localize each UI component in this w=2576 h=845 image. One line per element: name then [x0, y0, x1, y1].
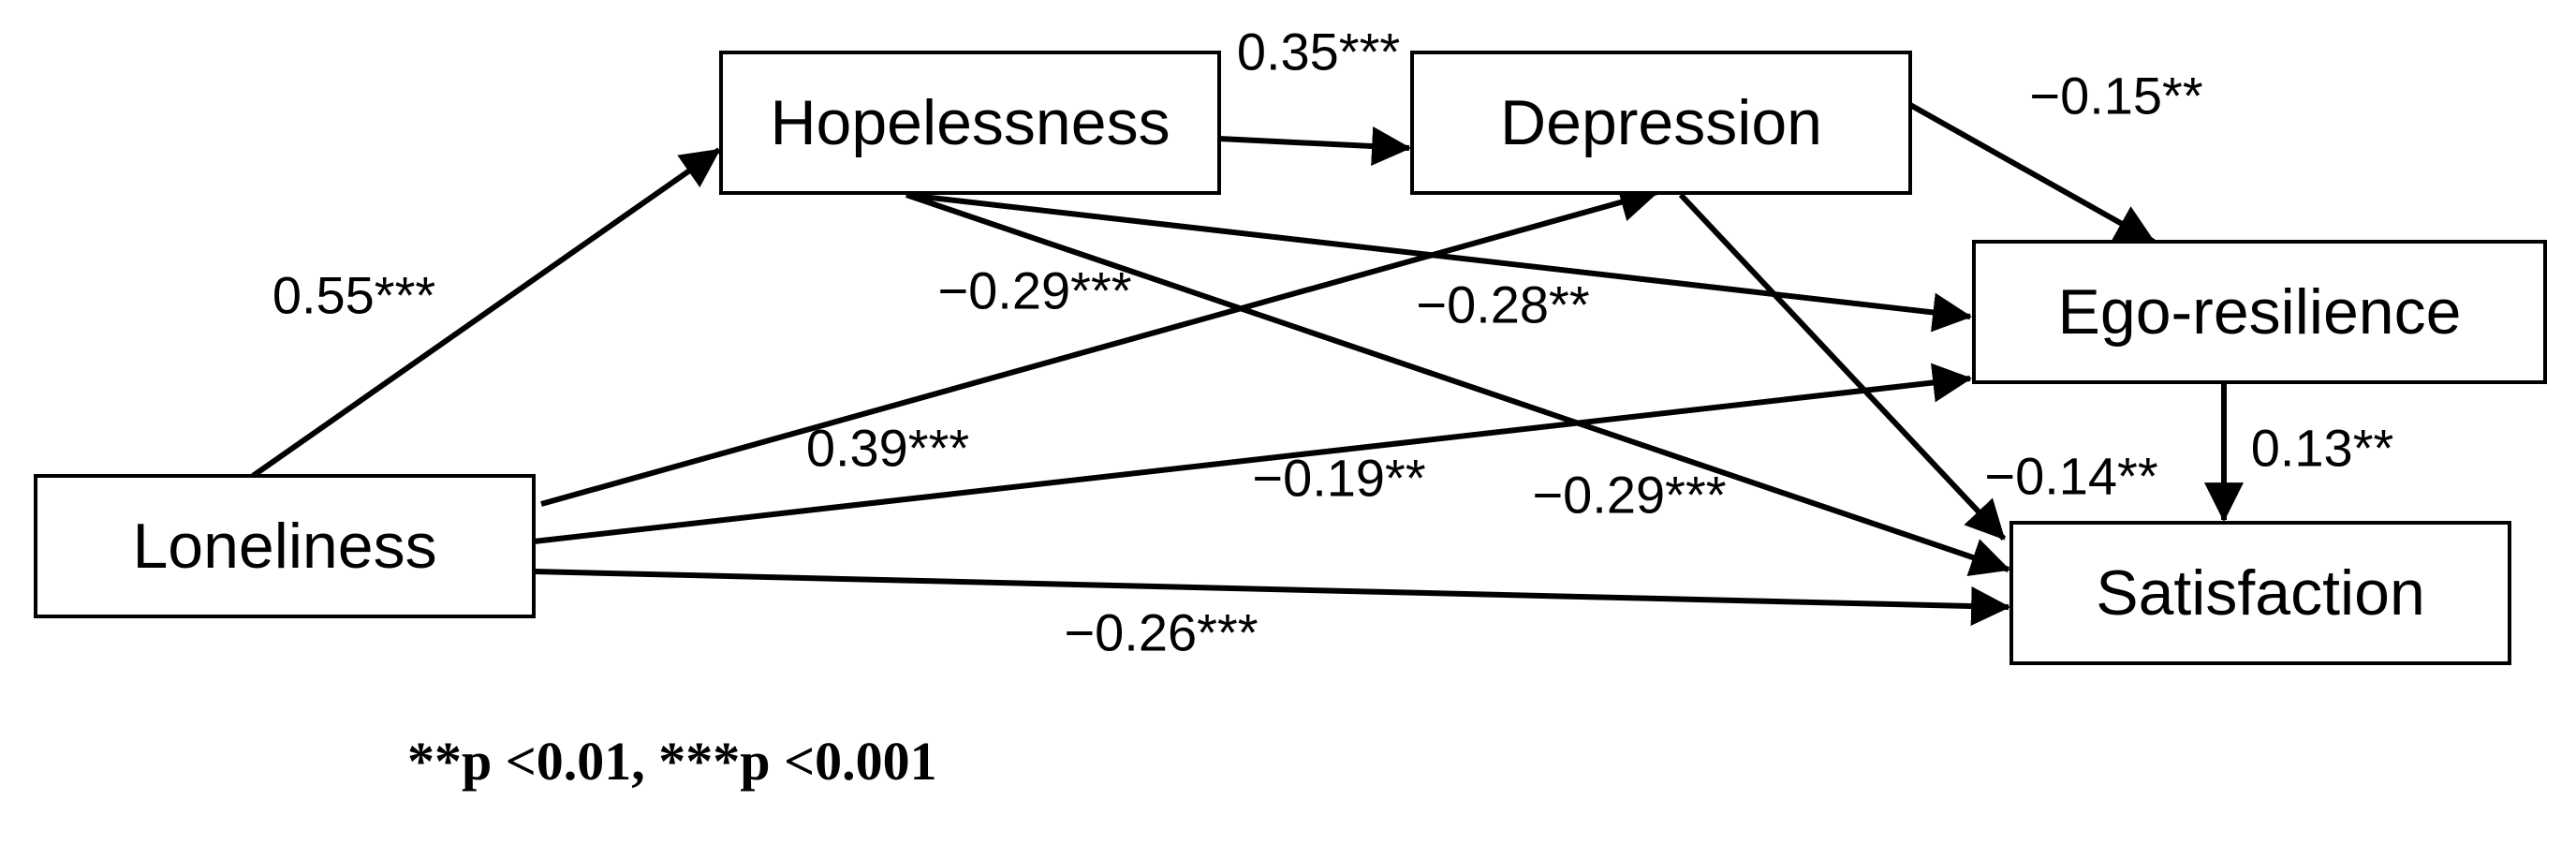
- coef-depression-ego-resilience: −0.15**: [2029, 67, 2202, 126]
- svg-text:Hopelessness: Hopelessness: [770, 87, 1170, 158]
- coef-loneliness-hopelessness: 0.55***: [272, 266, 435, 325]
- coef-loneliness-satisfaction: −0.26***: [1064, 603, 1258, 662]
- svg-text:Satisfaction: Satisfaction: [2096, 557, 2425, 629]
- svg-text:Ego-resilience: Ego-resilience: [2058, 276, 2462, 348]
- coef-depression-satisfaction-direct: −0.14**: [1984, 447, 2157, 506]
- edge-loneliness-ego-resilience: [533, 363, 1973, 544]
- coef-hopelessness-satisfaction: −0.29***: [937, 261, 1131, 320]
- node-hopelessness: Hopelessness: [719, 51, 1221, 195]
- coef-depression-satisfaction: −0.29***: [1532, 466, 1726, 525]
- svg-text:Depression: Depression: [1500, 87, 1822, 158]
- edge-hopelessness-depression: [1218, 126, 1412, 167]
- node-ego-resilience: Ego-resilience: [1972, 240, 2547, 384]
- edge-depression-ego-resilience: [1908, 102, 2156, 245]
- edge-loneliness-satisfaction: [533, 569, 2011, 627]
- coef-hopelessness-depression: 0.35***: [1237, 22, 1400, 82]
- edge-hopelessness-satisfaction: [905, 192, 2010, 577]
- coef-loneliness-depression: 0.39***: [806, 419, 969, 478]
- edge-hopelessness-ego-resilience: [905, 192, 1973, 333]
- edge-loneliness-depression: [540, 183, 1660, 507]
- coef-ego-resilience-satisfaction: 0.13**: [2251, 419, 2394, 478]
- node-depression: Depression: [1410, 51, 1912, 195]
- edge-depression-satisfaction: [1678, 192, 2007, 541]
- significance-note: **p <0.01, ***p <0.001: [407, 731, 937, 792]
- node-satisfaction: Satisfaction: [2009, 521, 2511, 665]
- svg-text:Loneliness: Loneliness: [132, 511, 436, 582]
- node-loneliness: Loneliness: [34, 474, 536, 618]
- edge-loneliness-hopelessness: [251, 147, 721, 479]
- coef-hopelessness-ego-resilience: −0.28**: [1416, 275, 1589, 334]
- coef-loneliness-ego-resilience: −0.19**: [1252, 449, 1425, 508]
